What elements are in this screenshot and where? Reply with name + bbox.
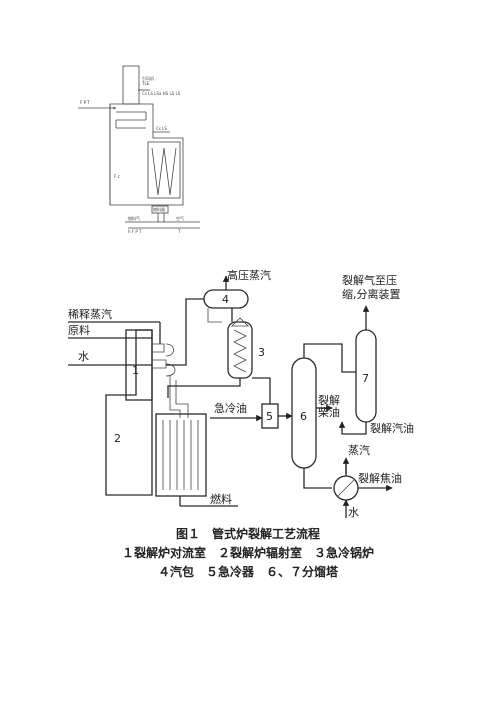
label-steam-out: 蒸汽: [348, 443, 370, 457]
label-cracked-diesel-1: 裂解: [318, 393, 340, 407]
label-unit-2: 2: [114, 432, 121, 445]
bottom-left-code: h F P T: [128, 229, 142, 234]
radiant-tube-box: [155, 413, 207, 497]
label-cracked-gas-2: 缩,分离装置: [342, 287, 401, 301]
label-quench-oil: 急冷油: [214, 401, 247, 415]
caption-line-2: ４汽包 ５急冷器 ６、７分馏塔: [158, 564, 339, 579]
fuel-marker: F c: [114, 174, 120, 179]
radiant-chamber-outline: [105, 329, 153, 496]
label-unit-5: 5: [266, 410, 273, 423]
stack-note-1: 引风机: [142, 75, 154, 81]
label-cracked-fuel-oil: 裂解焦油: [358, 471, 402, 485]
label-dilution-steam: 稀释蒸汽: [68, 307, 112, 321]
caption-title: 图１ 管式炉裂解工艺流程: [176, 526, 320, 541]
bottom-right-code: T: [177, 229, 181, 234]
label-unit-6: 6: [300, 410, 307, 423]
label-cracked-diesel-2: 柴油: [318, 405, 340, 419]
figure-caption: 图１ 管式炉裂解工艺流程 １裂解炉对流室 ２裂解炉辐射室 ３急冷锅炉 ４汽包 ５…: [122, 526, 374, 579]
label-cracked-gas-1: 裂解气至压: [342, 273, 397, 287]
label-feedstock: 原料: [68, 323, 90, 337]
burner-box-label: 燃料器: [153, 206, 165, 212]
caption-line-1: １裂解炉对流室 ２裂解炉辐射室 ３急冷锅炉: [122, 545, 374, 560]
label-cracked-gasoline: 裂解汽油: [370, 421, 414, 435]
label-unit-4: 4: [222, 293, 229, 306]
label-unit-7: 7: [362, 372, 369, 385]
bottom-right-note: 空气: [176, 215, 184, 221]
conv-note: Cs LS: [156, 126, 167, 131]
stack-note-3: Cs LS LSa HS LS LS: [142, 91, 181, 96]
label-water-in: 水: [78, 350, 89, 363]
bottom-left-note: 燃料气: [128, 215, 140, 221]
stack-note-2: TLE: [141, 81, 150, 86]
label-fuel: 燃料: [210, 492, 232, 506]
label-hp-steam: 高压蒸汽: [227, 268, 271, 282]
feed-arrow-label: F P T: [80, 100, 90, 105]
furnace-sketch: 引风机 TLE Cs LS LSa HS LS LS F P T Cs LS F…: [78, 65, 200, 234]
label-unit-1: 1: [132, 364, 139, 377]
process-flow-diagram: 高压蒸汽 稀释蒸汽 原料 水 1 2 3 4 5 6 7 急冷油 裂解 柴油 裂…: [68, 268, 414, 519]
radiant-tubes: [162, 420, 199, 490]
label-unit-3: 3: [258, 346, 265, 359]
label-water-bottom: 水: [348, 506, 359, 519]
quench-boiler: [227, 321, 253, 379]
